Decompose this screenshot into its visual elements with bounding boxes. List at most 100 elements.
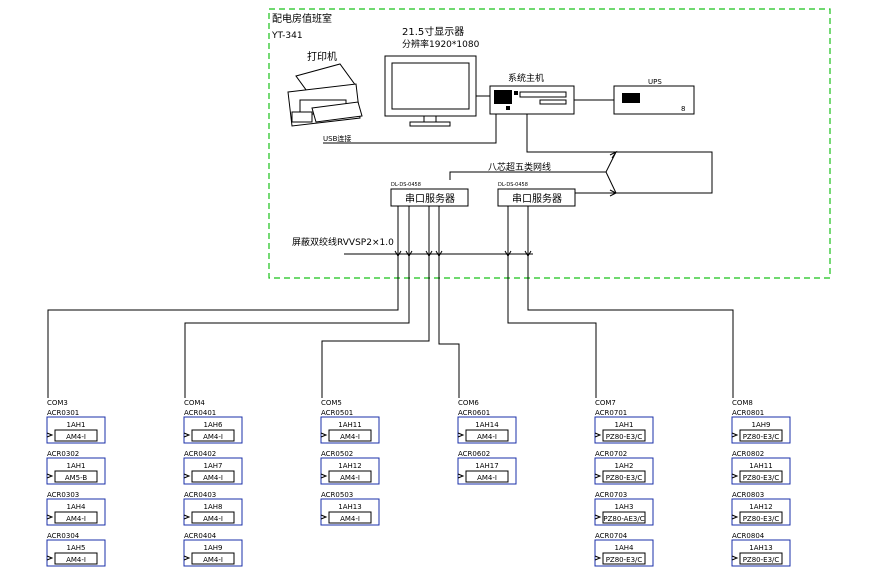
device-entry-mark: [320, 514, 328, 520]
meter-model: AM4-I: [66, 515, 86, 523]
device-entry-mark: [594, 514, 602, 520]
device-entry-mark: [457, 432, 465, 438]
device-meter-box: [328, 511, 372, 524]
device-address: ACR0303: [47, 491, 79, 499]
com-port-label: COM3: [47, 399, 68, 407]
bus-tap-mark: [435, 250, 443, 257]
cabinet-id: 1AH3: [615, 503, 634, 511]
meter-model: PZ80-E3/C: [606, 433, 643, 441]
device-entry-mark: [46, 555, 54, 561]
serial-server-2: [497, 188, 576, 207]
serial-server-1-model: DL-DS-0458: [391, 182, 421, 188]
device-meter-box: [739, 470, 783, 483]
meter-model: AM4-I: [340, 474, 360, 482]
device-address: ACR0801: [732, 409, 764, 417]
shield-cable-label: 屏蔽双绞线RVVSP2×1.0: [292, 236, 394, 248]
device-column-com8: COM8ACR08011AH9PZ80-E3/CACR08021AH11PZ80…: [731, 399, 791, 567]
ups-mark: 8: [681, 105, 685, 113]
cabinet-id: 1AH13: [338, 503, 361, 511]
device-entry-mark: [320, 473, 328, 479]
host-label: 系统主机: [508, 72, 544, 84]
meter-model: PZ80-E3/C: [743, 556, 780, 564]
cabinet-id: 1AH1: [615, 421, 634, 429]
cabinet-id: 1AH12: [749, 503, 772, 511]
cabinet-id: 1AH11: [749, 462, 772, 470]
device-entry-mark: [731, 514, 739, 520]
com-port-label: COM5: [321, 399, 342, 407]
printer-label: 打印机: [307, 50, 337, 63]
device-address: ACR0501: [321, 409, 353, 417]
device-address: ACR0804: [732, 532, 765, 540]
usb-cable: [323, 114, 497, 144]
cabinet-id: 1AH13: [749, 544, 772, 552]
device-meter-box: [328, 429, 372, 442]
device-address: ACR0304: [47, 532, 80, 540]
device-entry-mark: [457, 473, 465, 479]
com-port-label: COM6: [458, 399, 479, 407]
bus-tap-mark: [504, 250, 512, 257]
bus-tap-mark: [425, 250, 433, 257]
device-entry-mark: [46, 473, 54, 479]
bus-tap-mark: [405, 250, 413, 257]
cabinet-id: 1AH12: [338, 462, 361, 470]
meter-model: PZ80-E3/C: [743, 474, 780, 482]
serial-server-1-label: 串口服务器: [405, 192, 455, 205]
device-meter-box: [739, 552, 783, 565]
device-meter-box: [602, 429, 646, 442]
device-entry-mark: [594, 432, 602, 438]
network-cable-branch: [449, 151, 617, 180]
room-code: YT-341: [271, 31, 303, 41]
monitor-resolution: 分辨率1920*1080: [402, 38, 480, 50]
device-column-com7: COM7ACR07011AH1PZ80-E3/CACR07021AH2PZ80-…: [594, 399, 654, 567]
device-meter-box: [54, 511, 98, 524]
device-entry-mark: [183, 514, 191, 520]
device-meter-box: [602, 552, 646, 565]
device-entry-mark: [320, 432, 328, 438]
usb-label: USB连接: [323, 134, 351, 143]
com-feed-line-1: [47, 206, 399, 398]
device-meter-box: [191, 552, 235, 565]
cabinet-id: 1AH1: [67, 421, 86, 429]
monitor-icon: [384, 55, 477, 127]
cabinet-id: 1AH11: [338, 421, 361, 429]
com-feed-line-2: [184, 206, 410, 398]
serial-server-2-model: DL-DS-0458: [498, 182, 528, 188]
com-port-label: COM7: [595, 399, 616, 407]
network-label: 八芯超五类网线: [488, 161, 551, 173]
ups-label: UPS: [648, 78, 662, 86]
com-feed-line-6: [527, 206, 734, 398]
device-address: ACR0401: [184, 409, 216, 417]
system-host-icon: [489, 85, 575, 115]
device-address: ACR0502: [321, 450, 353, 458]
serial-server-2-label: 串口服务器: [512, 192, 562, 205]
device-address: ACR0803: [732, 491, 764, 499]
device-meter-box: [54, 470, 98, 483]
cabinet-id: 1AH9: [204, 544, 223, 552]
com-port-label: COM4: [184, 399, 205, 407]
meter-model: AM4-I: [477, 433, 497, 441]
meter-model: PZ80-AE3/C: [603, 515, 644, 523]
meter-model: PZ80-E3/C: [743, 433, 780, 441]
device-address: ACR0403: [184, 491, 216, 499]
com-feed-line-4: [438, 206, 460, 398]
printer-icon: [287, 63, 363, 127]
device-entry-mark: [183, 432, 191, 438]
cabinet-id: 1AH9: [752, 421, 771, 429]
meter-model: AM4-I: [203, 474, 223, 482]
device-address: ACR0802: [732, 450, 764, 458]
cabinet-id: 1AH7: [204, 462, 223, 470]
meter-model: PZ80-E3/C: [606, 556, 643, 564]
